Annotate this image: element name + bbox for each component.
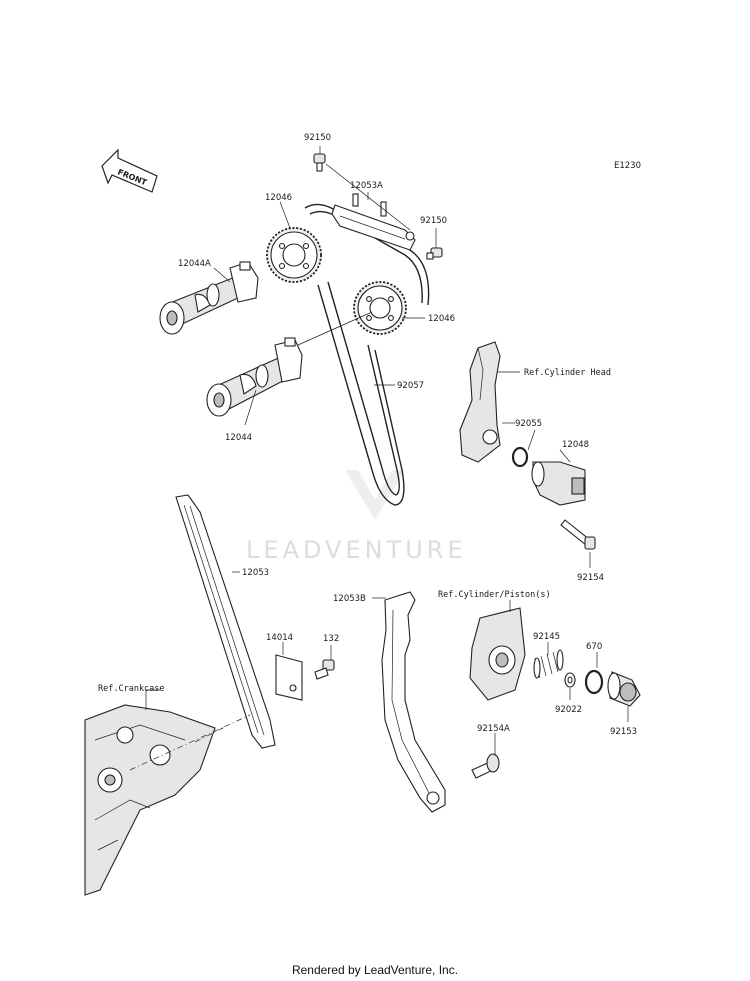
plug-92153: [607, 671, 641, 707]
watermark-text: LEADVENTURE: [246, 536, 467, 564]
leadventure-watermark: LEADVENTURE: [246, 470, 467, 564]
bolt-132: [314, 659, 335, 680]
camshaft-12044: [206, 337, 303, 417]
cam-sprocket-12046-right: [353, 281, 407, 335]
leader-lines: [145, 146, 629, 756]
alignment-line: [194, 726, 226, 743]
chain-guide-12053a: [331, 193, 416, 251]
washer-92022: [564, 672, 576, 688]
label-92057: 92057: [397, 381, 424, 391]
cylinder-head-bracket: [459, 341, 501, 463]
label-12053a: 12053A: [350, 181, 383, 191]
label-14014: 14014: [266, 633, 293, 643]
o-ring-92055: [511, 446, 529, 468]
alignment-line: [129, 714, 251, 771]
label-92145: 92145: [533, 632, 560, 642]
label-92153: 92153: [610, 727, 637, 737]
label-670: 670: [586, 642, 602, 652]
bolt-92150-top: [313, 153, 326, 172]
cam-sprocket-12046-top: [266, 227, 322, 283]
chain-guide-12053: [175, 494, 276, 749]
label-12048: 12048: [562, 440, 589, 450]
label-132: 132: [323, 634, 339, 644]
label-12046-top: 12046: [265, 193, 292, 203]
label-92022: 92022: [555, 705, 582, 715]
label-92154: 92154: [577, 573, 604, 583]
footer-credit: Rendered by LeadVenture, Inc.: [291, 963, 459, 977]
part-labels: 92150 12053A 92150 12046 12044A 12046 92…: [98, 133, 637, 737]
diagram-code: E1230: [614, 161, 641, 171]
label-ref-crankcase: Ref.Crankcase: [98, 684, 165, 694]
o-ring-670: [584, 669, 604, 695]
label-ref-cylinder-piston: Ref.Cylinder/Piston(s): [438, 590, 551, 600]
crankcase: [84, 704, 216, 896]
label-12044a: 12044A: [178, 259, 211, 269]
label-12044: 12044: [225, 433, 252, 443]
plate-14014: [275, 654, 303, 701]
label-92150-right: 92150: [420, 216, 447, 226]
bolt-92150-right: [426, 247, 443, 260]
spring-92145: [533, 649, 564, 679]
label-12053: 12053: [242, 568, 269, 578]
chain-guide-12053b: [381, 591, 446, 813]
label-92154a: 92154A: [477, 724, 510, 734]
label-12046-right: 12046: [428, 314, 455, 324]
label-92150-top: 92150: [304, 133, 331, 143]
cylinder-piston-block: [469, 607, 526, 701]
camshaft-12044a: [159, 261, 259, 335]
front-arrow-icon: FRONT: [101, 148, 158, 193]
label-12053b: 12053B: [333, 594, 366, 604]
pin-92154a: [471, 753, 500, 779]
chain-tensioner-12048: [531, 461, 596, 550]
label-ref-cylinder-head: Ref.Cylinder Head: [524, 368, 611, 378]
label-92055: 92055: [515, 419, 542, 429]
